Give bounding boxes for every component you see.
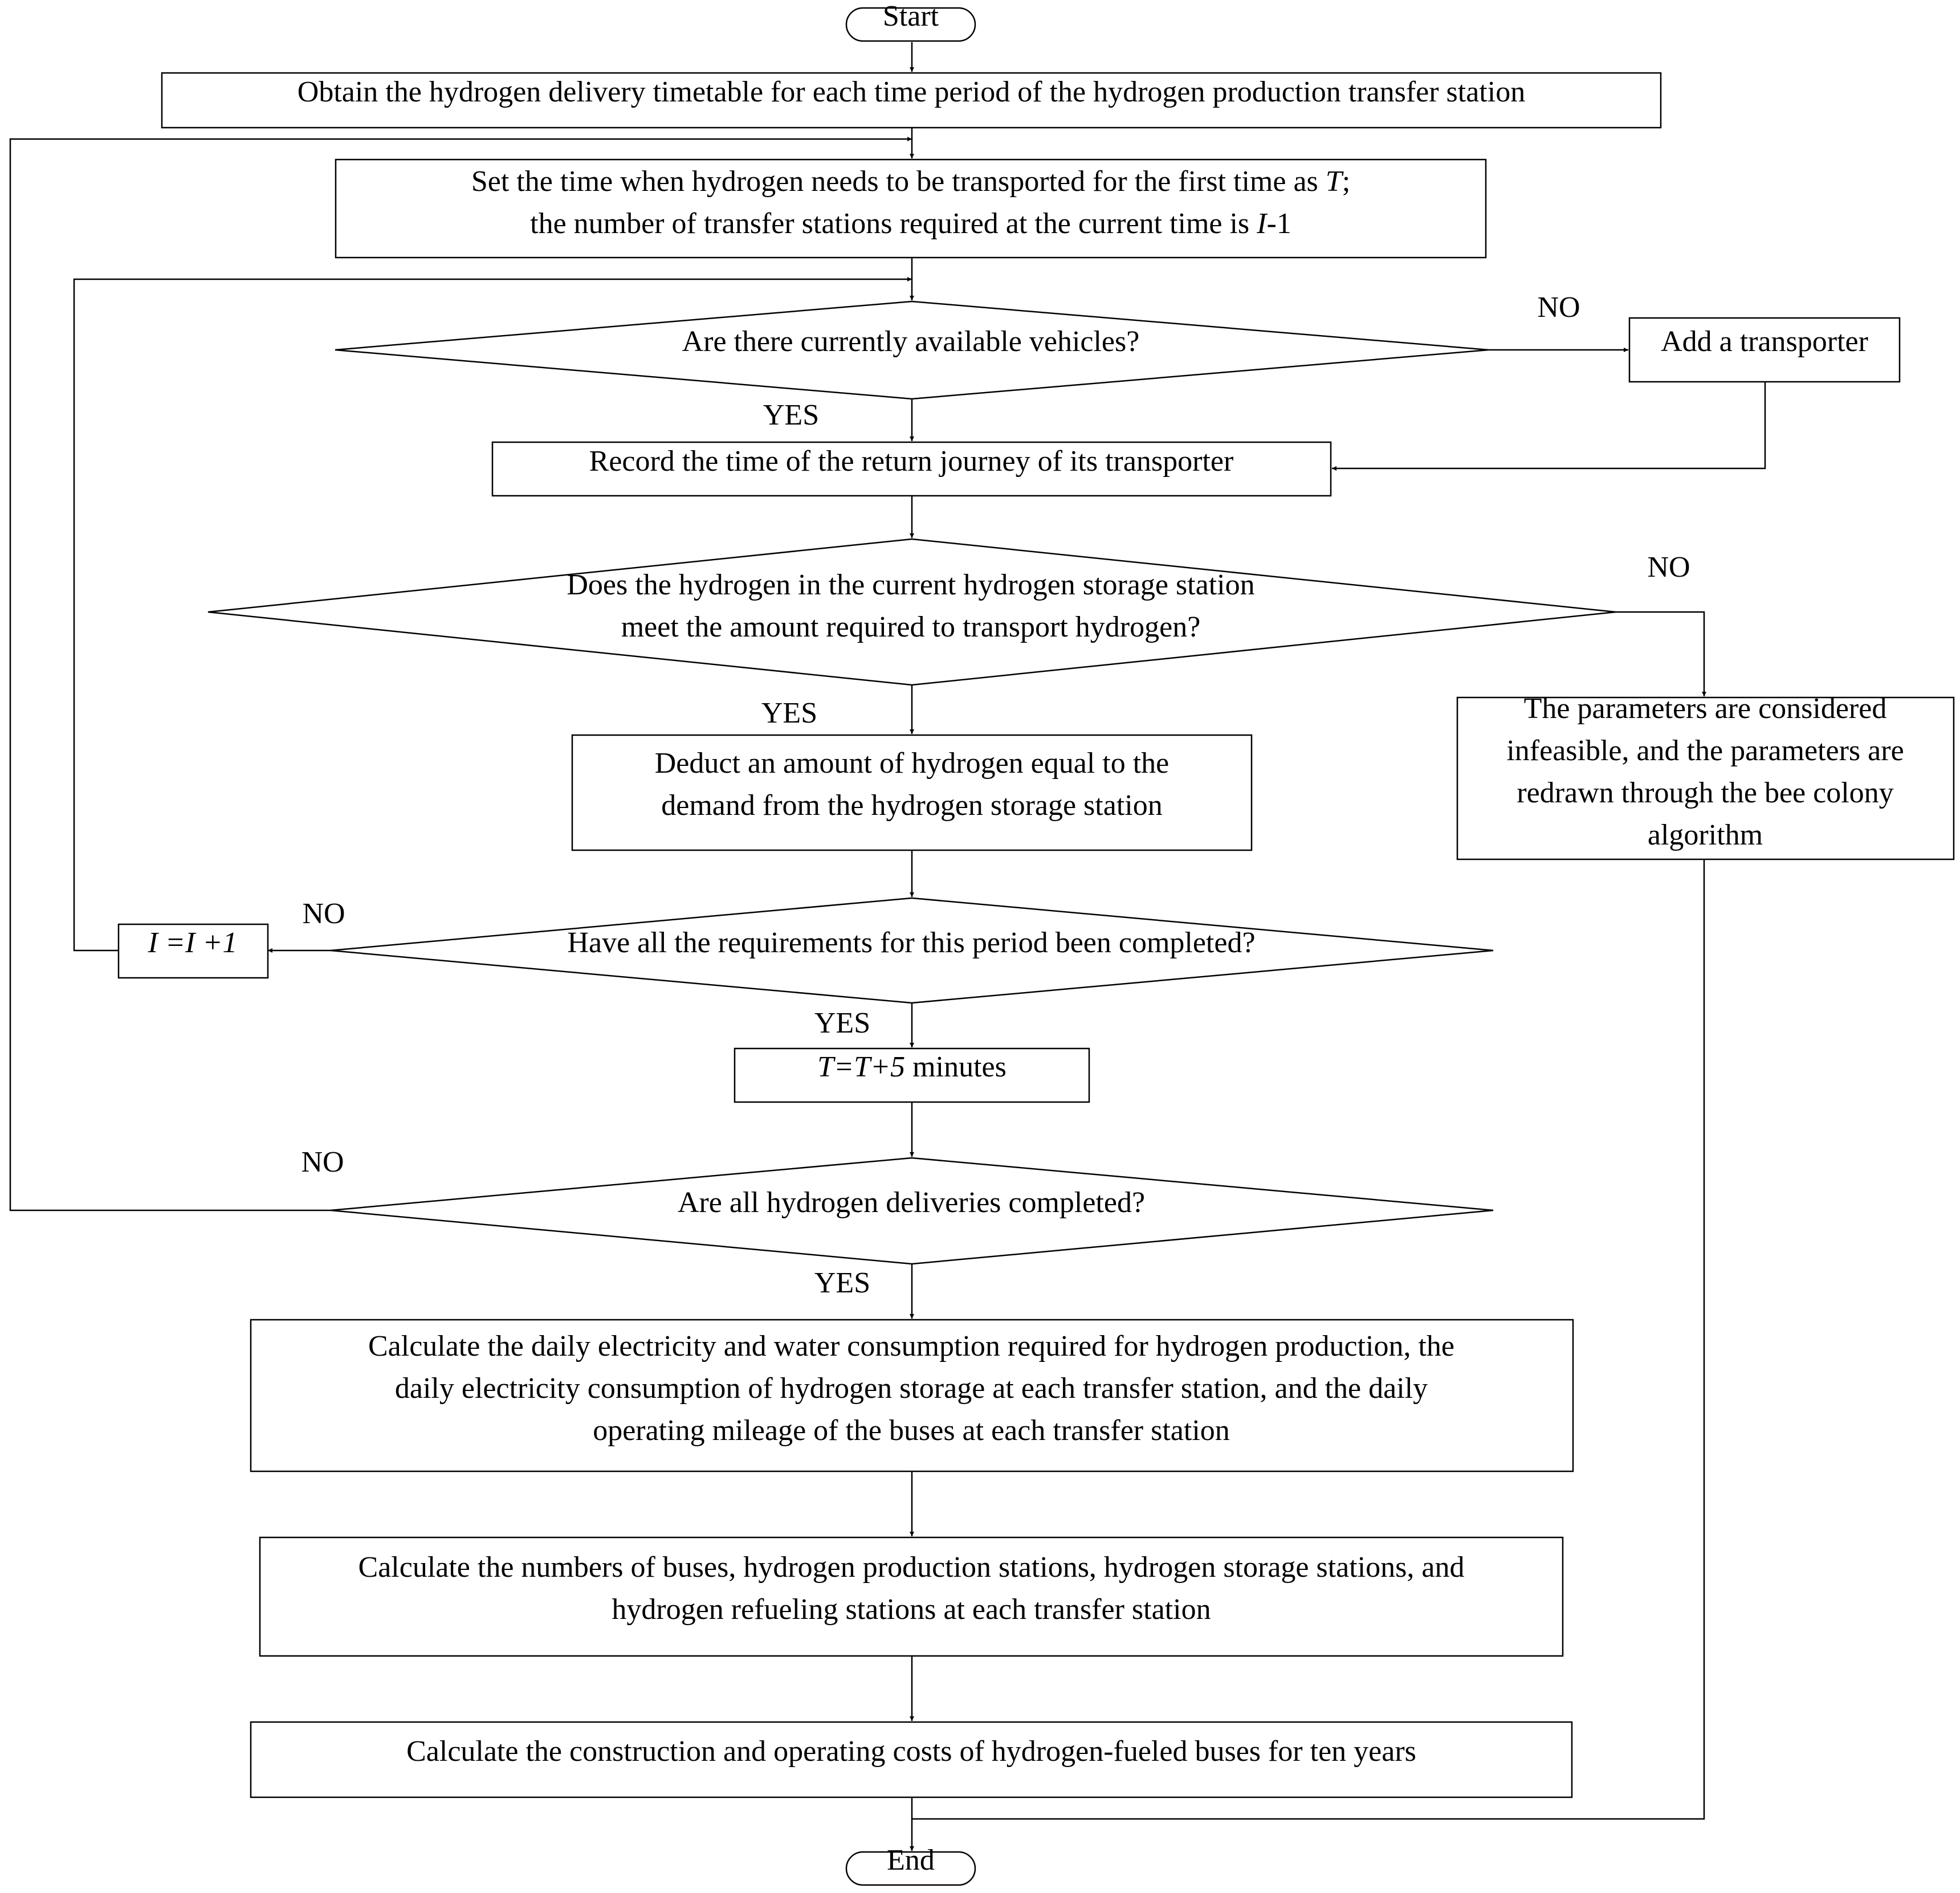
vehicles-no-label: NO xyxy=(1537,291,1580,324)
calc_daily-line: daily electricity consumption of hydroge… xyxy=(395,1372,1428,1405)
infeasible-parameters-box xyxy=(1456,696,1955,860)
calc-daily-consumption-label: Calculate the daily electricity and wate… xyxy=(368,1330,1454,1447)
end-terminal xyxy=(845,1851,976,1886)
increment-i-label: I =I +1 xyxy=(148,927,238,959)
deduct-line: demand from the hydrogen storage station xyxy=(661,789,1162,822)
deliveries-completed-label: Are all hydrogen deliveries completed? xyxy=(678,1186,1145,1219)
calc_numbers-line: hydrogen refueling stations at each tran… xyxy=(612,1593,1211,1626)
calc_daily-line: operating mileage of the buses at each t… xyxy=(593,1414,1230,1447)
edge-infeasible-end xyxy=(912,859,1705,1820)
q_requirements-line: Have all the requirements for this perio… xyxy=(567,927,1255,959)
infeasible-line: infeasible, and the parameters are xyxy=(1506,735,1904,767)
edge-hydrogen-no xyxy=(1616,611,1706,696)
obtain-timetable-label: Obtain the hydrogen delivery timetable f… xyxy=(298,76,1525,108)
end-line: End xyxy=(887,1844,935,1876)
deliveries-completed-decision xyxy=(330,1157,1494,1265)
set_time-line: the number of transfer stations required… xyxy=(530,207,1291,240)
q_hydrogen-line: Does the hydrogen in the current hydroge… xyxy=(567,569,1254,601)
infeasible-line: algorithm xyxy=(1648,819,1763,851)
end-label: End xyxy=(887,1844,935,1876)
start-line: Start xyxy=(883,0,939,32)
add-transporter-box xyxy=(1628,317,1901,383)
calc-costs-label: Calculate the construction and operating… xyxy=(406,1735,1416,1768)
set_time-line: Set the time when hydrogen needs to be t… xyxy=(471,165,1350,198)
requirements-yes-label: YES xyxy=(814,1007,870,1039)
increment-i-box xyxy=(117,923,269,979)
obtain-line: Obtain the hydrogen delivery timetable f… xyxy=(298,76,1525,108)
record-return-box xyxy=(491,441,1332,497)
obtain-timetable-box xyxy=(161,72,1662,129)
calc-costs-box xyxy=(250,1721,1573,1798)
deduct-line: Deduct an amount of hydrogen equal to th… xyxy=(655,747,1170,780)
edge-transporter-record xyxy=(1332,382,1766,471)
add-transporter-label: Add a transporter xyxy=(1661,325,1868,358)
available-vehicles-label: Are there currently available vehicles? xyxy=(682,325,1140,358)
q_deliveries-line: Are all hydrogen deliveries completed? xyxy=(678,1186,1145,1219)
start-terminal xyxy=(845,7,976,42)
hydrogen-no-label: NO xyxy=(1647,551,1690,584)
vehicles-yes-label: YES xyxy=(763,399,819,431)
hydrogen-sufficient-decision xyxy=(207,538,1616,686)
set-time-box xyxy=(335,158,1487,259)
requirements-no-label: NO xyxy=(302,897,345,930)
start-label: Start xyxy=(883,0,939,32)
increment-t-label: T=T+5 minutes xyxy=(817,1051,1007,1083)
infeasible-parameters-label: The parameters are considered infeasible,… xyxy=(1506,692,1904,851)
available-vehicles-decision xyxy=(335,300,1489,400)
hydrogen-yes-label: YES xyxy=(761,697,817,729)
calc-station-numbers-box xyxy=(259,1536,1564,1657)
edge-increment-loop xyxy=(73,277,912,952)
set-time-label: Set the time when hydrogen needs to be t… xyxy=(471,165,1350,240)
edge-deliveries-no-loop xyxy=(9,137,912,1211)
infeasible-line: redrawn through the bee colony xyxy=(1517,777,1893,809)
connectors xyxy=(9,42,1766,1851)
calc_daily-line: Calculate the daily electricity and wate… xyxy=(368,1330,1454,1362)
calc_costs-line: Calculate the construction and operating… xyxy=(406,1735,1416,1768)
increment_i-line: I =I +1 xyxy=(148,927,238,959)
deliveries-no-label: NO xyxy=(301,1146,344,1178)
infeasible-line: The parameters are considered xyxy=(1524,692,1887,725)
hydrogen-sufficient-label: Does the hydrogen in the current hydroge… xyxy=(567,569,1254,643)
requirements-completed-label: Have all the requirements for this perio… xyxy=(567,927,1255,959)
record-return-label: Record the time of the return journey of… xyxy=(589,445,1234,478)
calc-daily-consumption-box xyxy=(250,1319,1574,1472)
record-line: Record the time of the return journey of… xyxy=(589,445,1234,478)
deduct-hydrogen-label: Deduct an amount of hydrogen equal to th… xyxy=(655,747,1170,822)
q_hydrogen-line: meet the amount required to transport hy… xyxy=(621,611,1201,643)
calc_numbers-line: Calculate the numbers of buses, hydrogen… xyxy=(358,1551,1465,1584)
deliveries-yes-label: YES xyxy=(814,1267,870,1299)
increment-t-box xyxy=(734,1047,1090,1103)
calc-station-numbers-label: Calculate the numbers of buses, hydrogen… xyxy=(358,1551,1465,1626)
requirements-completed-decision xyxy=(330,897,1494,1004)
q_vehicles-line: Are there currently available vehicles? xyxy=(682,325,1140,358)
deduct-hydrogen-box xyxy=(571,734,1253,851)
increment_t-line: T=T+5 minutes xyxy=(817,1051,1007,1083)
add_transporter-line: Add a transporter xyxy=(1661,325,1868,358)
